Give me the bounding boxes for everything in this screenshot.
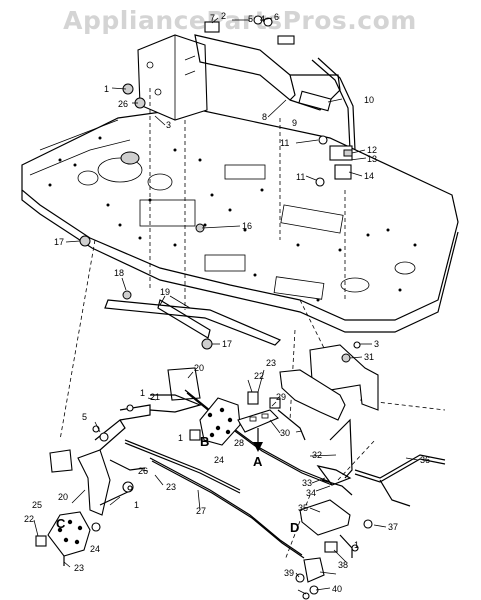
callout-17: 17 xyxy=(54,237,64,247)
callout-11: 11 xyxy=(296,172,305,182)
callout-35: 35 xyxy=(298,503,308,513)
callout-9: 9 xyxy=(292,118,297,128)
callout-2: 2 xyxy=(221,11,226,21)
callout-32: 32 xyxy=(312,450,322,460)
right-bracket-31 xyxy=(279,341,379,421)
callout-26: 26 xyxy=(118,99,128,109)
callout-1: 1 xyxy=(178,433,183,443)
callout-27: 27 xyxy=(196,506,206,516)
arrow-A xyxy=(253,428,263,452)
control-rod-10 xyxy=(311,57,356,187)
callout-20: 20 xyxy=(58,492,68,502)
callout-36: 36 xyxy=(420,455,430,465)
callout-5: 5 xyxy=(82,412,87,422)
upper-bracket-plate xyxy=(137,34,341,121)
callout-37: 37 xyxy=(388,522,398,532)
callout-6: 6 xyxy=(274,12,279,22)
callout-22: 22 xyxy=(254,371,264,381)
callout-3: 3 xyxy=(374,339,379,349)
callout-10: 10 xyxy=(364,95,374,105)
callout-13: 13 xyxy=(367,154,377,164)
control-rods xyxy=(124,389,333,559)
callout-40: 40 xyxy=(332,584,342,594)
upper-hardware xyxy=(79,15,295,350)
callout-3: 3 xyxy=(166,120,171,130)
callout-labels: 1 1 1 1 1 2 3 3 4 5 5 6 7 8 9 10 11 11 1… xyxy=(24,11,430,594)
callout-16: 16 xyxy=(242,221,252,231)
callout-38: 38 xyxy=(338,560,348,570)
lever-assembly-left xyxy=(49,367,202,516)
leader-lines xyxy=(33,17,419,595)
support-bar-19 xyxy=(104,299,282,346)
linkage-assembly-right xyxy=(295,418,446,600)
letter-D: D xyxy=(290,520,299,535)
adjuster-plate-B xyxy=(189,391,259,446)
callout-14: 14 xyxy=(364,171,374,181)
callout-23: 23 xyxy=(266,358,276,368)
callout-12: 12 xyxy=(367,145,377,155)
callout-4: 4 xyxy=(260,14,265,24)
watermark: AppliancePartsPros.com xyxy=(63,6,417,35)
callout-1: 1 xyxy=(134,500,139,510)
callout-25: 25 xyxy=(32,500,42,510)
callout-34: 34 xyxy=(306,488,316,498)
callout-20: 20 xyxy=(194,363,204,373)
callout-31: 31 xyxy=(364,352,374,362)
adjuster-plate-C xyxy=(35,511,101,566)
chassis-frame xyxy=(21,107,459,333)
callout-23: 23 xyxy=(166,482,176,492)
callout-7: 7 xyxy=(210,13,215,23)
callout-1: 1 xyxy=(140,388,145,398)
callout-29: 29 xyxy=(276,392,286,402)
assembly-lines xyxy=(59,88,446,561)
callout-26: 26 xyxy=(138,466,148,476)
callout-28: 28 xyxy=(234,438,244,448)
callout-18: 18 xyxy=(114,268,124,278)
callout-17: 17 xyxy=(222,339,232,349)
callout-39: 39 xyxy=(284,568,294,578)
callout-23: 23 xyxy=(74,563,84,573)
callout-1: 1 xyxy=(104,84,109,94)
letter-markers: A B C D xyxy=(56,434,299,535)
callout-24: 24 xyxy=(90,544,100,554)
letter-A: A xyxy=(253,454,263,469)
callout-21: 21 xyxy=(150,392,160,402)
letter-C: C xyxy=(56,516,66,531)
callout-19: 19 xyxy=(160,287,170,297)
callout-5: 5 xyxy=(248,14,253,24)
callout-11: 11 xyxy=(280,138,289,148)
callout-30: 30 xyxy=(280,428,290,438)
callout-33: 33 xyxy=(302,478,312,488)
letter-B: B xyxy=(200,434,209,449)
callout-1: 1 xyxy=(354,540,359,550)
callout-24: 24 xyxy=(214,455,224,465)
callout-8: 8 xyxy=(262,112,267,122)
callout-22: 22 xyxy=(24,514,34,524)
